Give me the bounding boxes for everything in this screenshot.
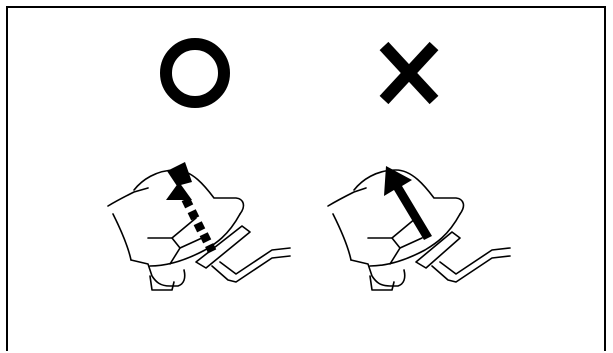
- solid-arrow-icon: [384, 166, 432, 240]
- incorrect-symbol-x-icon: [384, 46, 434, 100]
- correct-symbol-o-icon: [166, 44, 224, 102]
